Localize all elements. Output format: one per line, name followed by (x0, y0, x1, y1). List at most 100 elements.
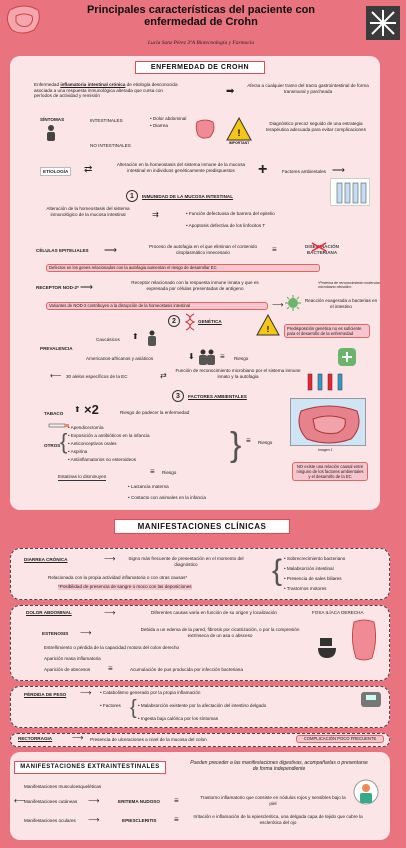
debida-text: Debida a un edema de la pared, fibrosis … (140, 627, 300, 638)
etiologia-text: Alteración en la homeostasis del sistema… (116, 162, 246, 173)
plus-icon: + (258, 161, 268, 178)
otros-item-0: • Apendicectomía (68, 425, 104, 430)
left-arrow-icon-2: ⟵ (14, 796, 26, 805)
predisposicion-pill: Predisposición genética no es suficiente… (284, 324, 370, 338)
otros-item-3: • Aspirina (68, 449, 88, 454)
masa-text: Aparición masa inflamatoria (44, 656, 101, 661)
factores-heading: FACTORES AMBIENTALES (188, 394, 247, 399)
person-icon (146, 330, 158, 346)
equal-icon: ≡ (272, 245, 277, 254)
causa-1: • Malabsorción intestinal (284, 566, 334, 571)
genetica-heading: GENÉTICA (198, 319, 222, 324)
svg-text:!: ! (267, 325, 270, 334)
double-arrow-icon-2: ⇄ (160, 371, 167, 380)
irritacion-text: Irritación e inflamación de la epiescler… (193, 814, 363, 825)
arrow-icon-8: ⟶ (88, 796, 100, 805)
causa-2: • Presencia de sales biliares (284, 576, 342, 581)
catabolismo-text: • Catabolismo generado por la propia inf… (100, 690, 201, 695)
section-header-crohn: ENFERMEDAD DE CROHN (135, 61, 265, 74)
section-header-extra: MANIFESTACIONES EXTRAINTESTINALES (14, 761, 166, 774)
number-1: 1 (126, 190, 138, 202)
person-pain-icon (44, 124, 58, 142)
trastorno-text: Trastorno inflamatorio que consiste en n… (200, 795, 346, 806)
alteracion-text: Alteración de la homeostasis del sistema… (46, 206, 130, 217)
intestinales-label: INTESTINALES (90, 118, 123, 123)
arrow-icon: ⟶ (104, 245, 117, 255)
arrow-up-icon-2: ⬆ (74, 405, 81, 414)
diseminacion-text: DISEMINACIÓN BACTERIANA (305, 244, 339, 255)
complicacion-pill: COMPLICACIÓN POCO FRECUENTE (296, 735, 384, 743)
intestine-icon-2 (348, 618, 380, 662)
intestine-logo-icon (4, 4, 44, 36)
funcion-defectuosa: • Función defectuosa de barrera del epit… (186, 211, 275, 216)
reaccion-text: Reacción exagerada a bacterias en el int… (304, 298, 378, 309)
branch-arrow-icon: ⇉ (152, 210, 159, 219)
important-warning-icon: ! (226, 116, 252, 141)
definition-text: Enfermedad inflamatoria intestinal cróni… (34, 82, 178, 99)
pueden-text: Pueden preceder a las manifestaciones di… (190, 760, 368, 773)
equal-icon-7: ≡ (174, 815, 179, 824)
brace-icon-3: { (130, 697, 137, 719)
lactancia-text: • Lactancia materna (128, 484, 169, 489)
number-3: 3 (172, 390, 184, 402)
variantes-pill: Variantes de NOD-2 contribuyen a la disr… (46, 302, 268, 310)
card-rectorragia (10, 733, 390, 747)
relacionada-text: Relacionada con la propia actividad infl… (48, 575, 188, 580)
posibilidad-pill: *Posibilidad de presencia de sangre o mo… (58, 584, 192, 590)
perdida-label: PÉRDIDA DE PESO (24, 692, 67, 697)
cigarette-icon (48, 420, 70, 430)
right-arrow-icon: ➡ (226, 86, 235, 97)
otros-item-4: • Antiinflamatorios no esteroideos (68, 457, 136, 462)
proteina-note: *Proteína de reconocimiento molecular mi… (318, 281, 380, 290)
autofagia-text: Proceso de autofagia en el que eliminan … (148, 244, 258, 255)
number-2: 2 (168, 315, 180, 327)
dolor-abdominal-label: DOLOR ABDOMINAL (26, 610, 72, 615)
intestine-image (290, 398, 366, 446)
otros-item-1: • Exposición a antibióticos en la infanc… (68, 433, 150, 438)
important-label: IMPORTANT (228, 141, 250, 145)
diarrea-item: • Diarrea (150, 123, 168, 128)
riesgo-text: Riesgo (234, 356, 249, 361)
rectorragia-label: RECTORRAGIA (18, 736, 53, 741)
diferentes-text: Diferentes causas varía en función de su… (151, 610, 277, 615)
abscesos-text: Aparición de abscesos (44, 667, 91, 672)
brace-icon: } (230, 426, 242, 464)
arrow-up-icon: ⬆ (132, 332, 139, 341)
arrow-right-icon: ⟶ (332, 165, 345, 175)
contacto-text: • Contacto con animales en la infancia (128, 495, 206, 500)
ingesta-text: • Ingesta baja calórica por los síntomas (138, 716, 218, 721)
arrow-icon-3: ⟶ (104, 554, 116, 563)
caucasicos-text: Caucásicos (96, 337, 120, 342)
diagnostico-text: Diagnóstico precoz seguido de una estrat… (266, 121, 366, 132)
presencia-text: Presencia de ulceraciones a nivel de la … (90, 737, 207, 742)
nod2-label: RECEPTOR NOD-2* (36, 285, 79, 290)
arrow-down-icon: ⬇ (188, 352, 195, 361)
doctor-icon (352, 778, 380, 812)
celulas-label: CÉLULAS EPITELIALES (36, 248, 89, 253)
important-icon-2: ! (256, 313, 280, 336)
svg-text:!: ! (238, 128, 241, 138)
affects-text: Afecta a cualquier tramo del tracto gast… (247, 83, 369, 94)
riesgo-text-2: Riesgo (258, 440, 273, 445)
defectos-pill: Defectos en los genes relacionados con l… (46, 264, 320, 272)
malabsorcion-text: • Malabsorción existente por la afectaci… (138, 703, 267, 708)
otros-label: OTROS (44, 443, 61, 448)
equal-icon-4: ≡ (150, 467, 155, 476)
prevalencia-label: PREVALENCIA (40, 346, 73, 351)
no-existe-pill: NO existe una relación causal entre ning… (292, 462, 368, 481)
people-icon (198, 349, 216, 365)
dolor-item: • Dolor abdominal (150, 116, 187, 121)
tabaco-label: TABACO (44, 411, 64, 416)
americanos-text: Americanos-africanos y asiáticos (86, 356, 154, 361)
estrenimiento-text: Estreñimiento o pérdida de la capacidad … (44, 645, 180, 650)
page-title: Principales características del paciente… (86, 4, 316, 28)
equal-icon-5: ≡ (108, 664, 113, 673)
otros-item-2: • Anticonceptivos orales (68, 441, 117, 446)
scale-icon (360, 690, 382, 708)
acumulacion-text: Acumulación de pus producida por infecci… (130, 667, 243, 672)
estatinas-text: Estatinas lo disminuyen (58, 474, 107, 481)
arrow-icon-2: ⟶ (80, 282, 93, 292)
x2-text: ×2 (84, 402, 99, 417)
bracket-icon: { (60, 429, 68, 454)
musculo-text: Manifestaciones musculoesqueléticas (24, 784, 102, 789)
